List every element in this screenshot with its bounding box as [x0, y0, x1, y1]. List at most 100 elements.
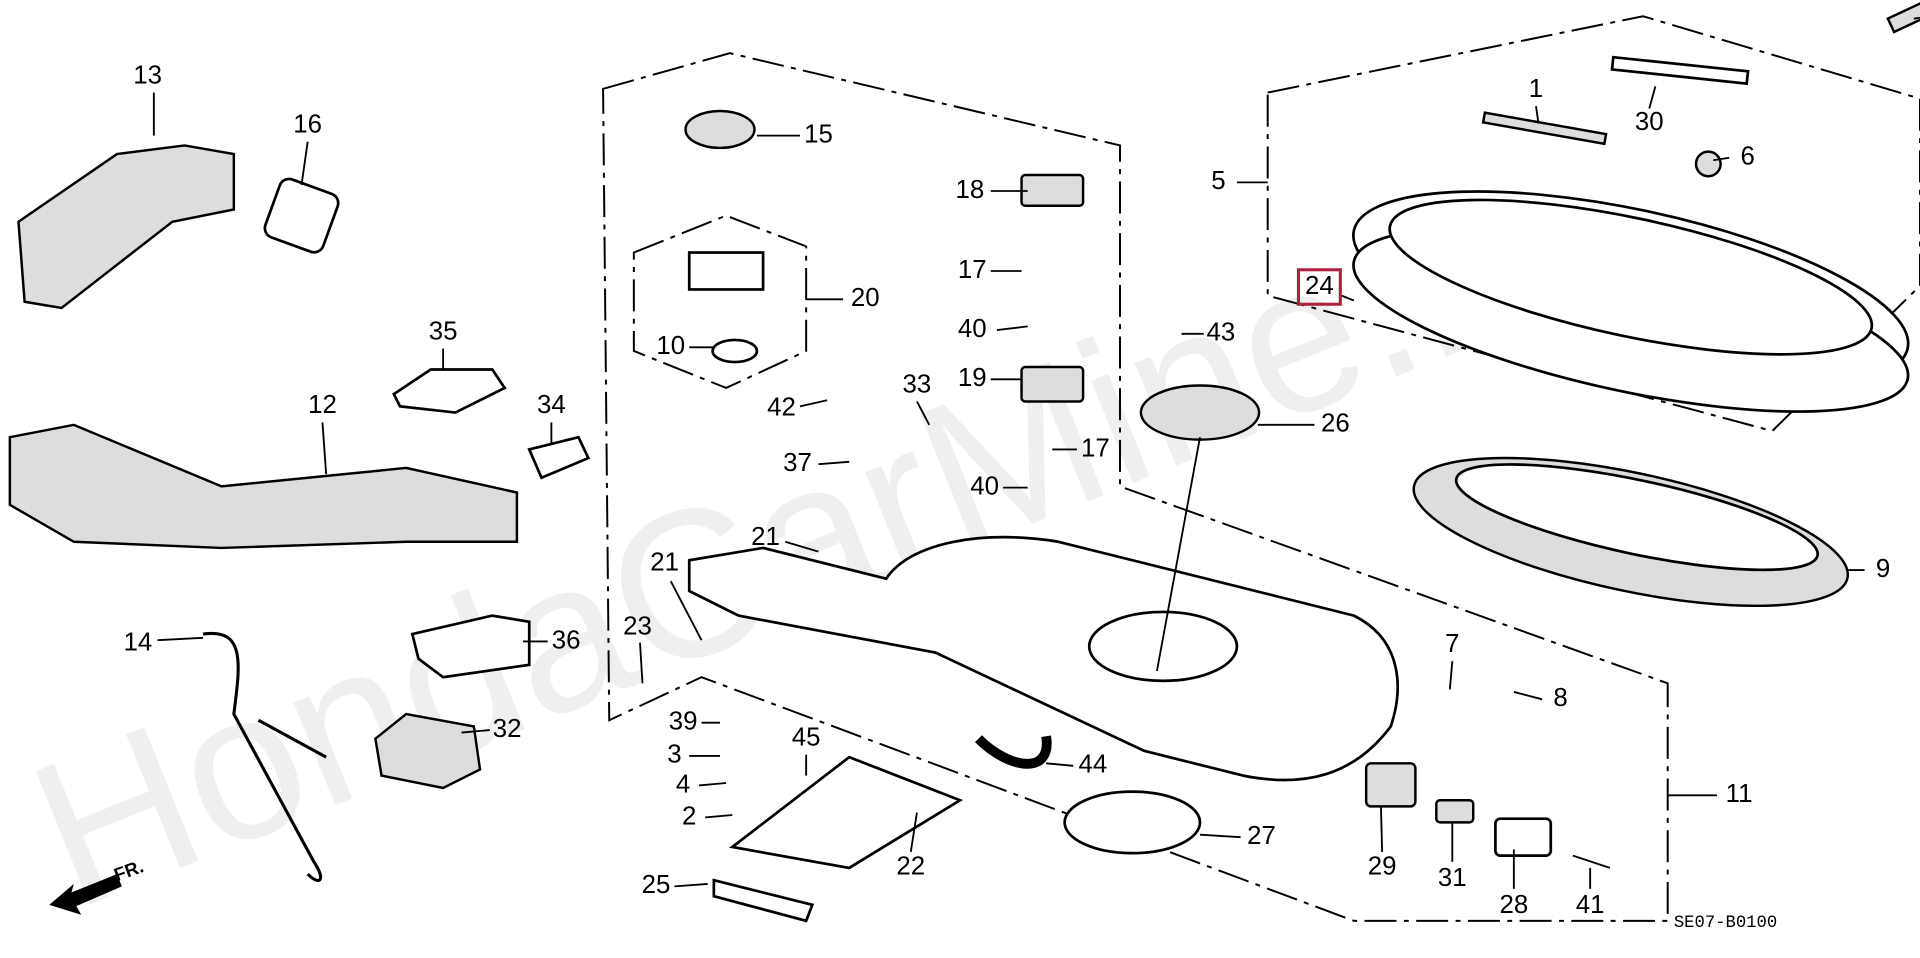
part-31-pad: [1435, 799, 1475, 824]
callout-12[interactable]: 12: [308, 391, 337, 419]
callout-40[interactable]: 40: [970, 472, 999, 500]
leader-line-4: [698, 782, 727, 787]
part-10-seal: [711, 338, 759, 364]
callout-19[interactable]: 19: [958, 364, 987, 392]
part-19-sensor: [1020, 365, 1085, 403]
part-13-duct: [17, 144, 236, 310]
callout-18[interactable]: 18: [955, 176, 984, 204]
callout-28[interactable]: 28: [1499, 891, 1528, 919]
group-outline-housing: [602, 52, 1669, 922]
callout-37[interactable]: 37: [783, 449, 812, 477]
leader-line-1: [1535, 105, 1540, 124]
leader-line-8: [1513, 691, 1543, 701]
part-36-bracket: [410, 614, 531, 679]
leader-line-14: [157, 636, 204, 642]
callout-23[interactable]: 23: [623, 613, 652, 641]
callout-15[interactable]: 15: [804, 120, 833, 148]
leader-line-6: [1713, 156, 1730, 162]
part-6-cap: [1694, 150, 1722, 178]
callout-16[interactable]: 16: [293, 111, 322, 139]
part-44-hose: [974, 735, 1052, 769]
callout-22[interactable]: 22: [896, 853, 925, 881]
leader-line-21: [784, 540, 819, 553]
callout-9[interactable]: 9: [1876, 555, 1890, 583]
part-35-clip: [392, 368, 507, 414]
callout-33[interactable]: 33: [903, 370, 932, 398]
leader-line-24: [1341, 294, 1355, 302]
parts: [8, 1, 1920, 923]
callout-8[interactable]: 8: [1553, 684, 1567, 712]
callout-21[interactable]: 21: [751, 523, 780, 551]
part-12-duct: [8, 423, 519, 550]
group-outline-kit-20: [632, 214, 808, 389]
callout-32[interactable]: 32: [493, 715, 522, 743]
callout-17[interactable]: 17: [1081, 434, 1110, 462]
leader-line-7: [1448, 661, 1454, 690]
callout-35[interactable]: 35: [429, 317, 458, 345]
part-38-clip: [1886, 1, 1920, 34]
leader-line-22: [909, 812, 918, 853]
callout-1[interactable]: 1: [1529, 75, 1543, 103]
callout-21[interactable]: 21: [650, 549, 679, 577]
callout-24[interactable]: 24: [1305, 272, 1334, 300]
callout-31[interactable]: 31: [1438, 864, 1467, 892]
leader-line-37: [818, 460, 850, 466]
callout-41[interactable]: 41: [1576, 891, 1605, 919]
part-29-seal: [1364, 762, 1417, 808]
part-27-gasket: [1063, 790, 1202, 855]
callout-42[interactable]: 42: [767, 394, 796, 422]
callout-25[interactable]: 25: [642, 871, 671, 899]
part-28-block: [1494, 817, 1553, 857]
leader-line-30: [1648, 86, 1657, 109]
leader-line-40: [996, 325, 1028, 331]
highlight-box-24: [1296, 268, 1342, 306]
part-15-valve: [684, 109, 756, 150]
part-22-bracket: [729, 755, 964, 870]
leader-line-16: [300, 141, 309, 185]
part-30-label: [1610, 55, 1750, 86]
callout-6[interactable]: 6: [1741, 143, 1755, 171]
part-20-kit: [687, 251, 765, 291]
leader-line-32: [461, 729, 490, 734]
callout-26[interactable]: 26: [1321, 410, 1350, 438]
leader-line-25: [674, 883, 708, 888]
callout-43[interactable]: 43: [1207, 319, 1236, 347]
part-34-clip: [527, 435, 591, 480]
callout-44[interactable]: 44: [1079, 751, 1108, 779]
callout-10[interactable]: 10: [656, 332, 685, 360]
callout-13[interactable]: 13: [133, 61, 162, 89]
callout-4[interactable]: 4: [676, 770, 690, 798]
diagram-code: SE07-B0100: [1674, 914, 1777, 933]
callout-29[interactable]: 29: [1368, 853, 1397, 881]
front-arrow-icon: [49, 874, 122, 915]
callout-36[interactable]: 36: [552, 626, 581, 654]
part-14-wire: [202, 631, 327, 882]
part-26-screen: [1139, 384, 1261, 441]
leader-line-12: [321, 422, 328, 475]
part-18-sensor: [1020, 173, 1085, 207]
leader-line-2: [705, 814, 733, 819]
callout-40[interactable]: 40: [958, 315, 987, 343]
callout-34[interactable]: 34: [537, 391, 566, 419]
group-outline-cover: [1266, 15, 1920, 433]
callout-45[interactable]: 45: [792, 724, 821, 752]
part-1-label: [1481, 111, 1608, 146]
part-11-housing: [687, 535, 1399, 782]
callout-2[interactable]: 2: [682, 802, 696, 830]
callout-39[interactable]: 39: [669, 708, 698, 736]
leader-line-33: [916, 401, 931, 426]
leader-line-23: [639, 642, 644, 684]
callout-17[interactable]: 17: [958, 256, 987, 284]
leader-line-21: [669, 580, 703, 641]
callout-20[interactable]: 20: [851, 284, 880, 312]
callout-14[interactable]: 14: [123, 629, 152, 657]
leader-line-44: [1046, 762, 1074, 767]
callout-5[interactable]: 5: [1211, 167, 1225, 195]
callout-7[interactable]: 7: [1445, 630, 1459, 658]
callout-27[interactable]: 27: [1247, 822, 1276, 850]
callout-30[interactable]: 30: [1635, 108, 1664, 136]
callout-3[interactable]: 3: [667, 741, 681, 769]
part-housing-opening: [1087, 610, 1239, 683]
callout-11[interactable]: 11: [1726, 780, 1753, 808]
